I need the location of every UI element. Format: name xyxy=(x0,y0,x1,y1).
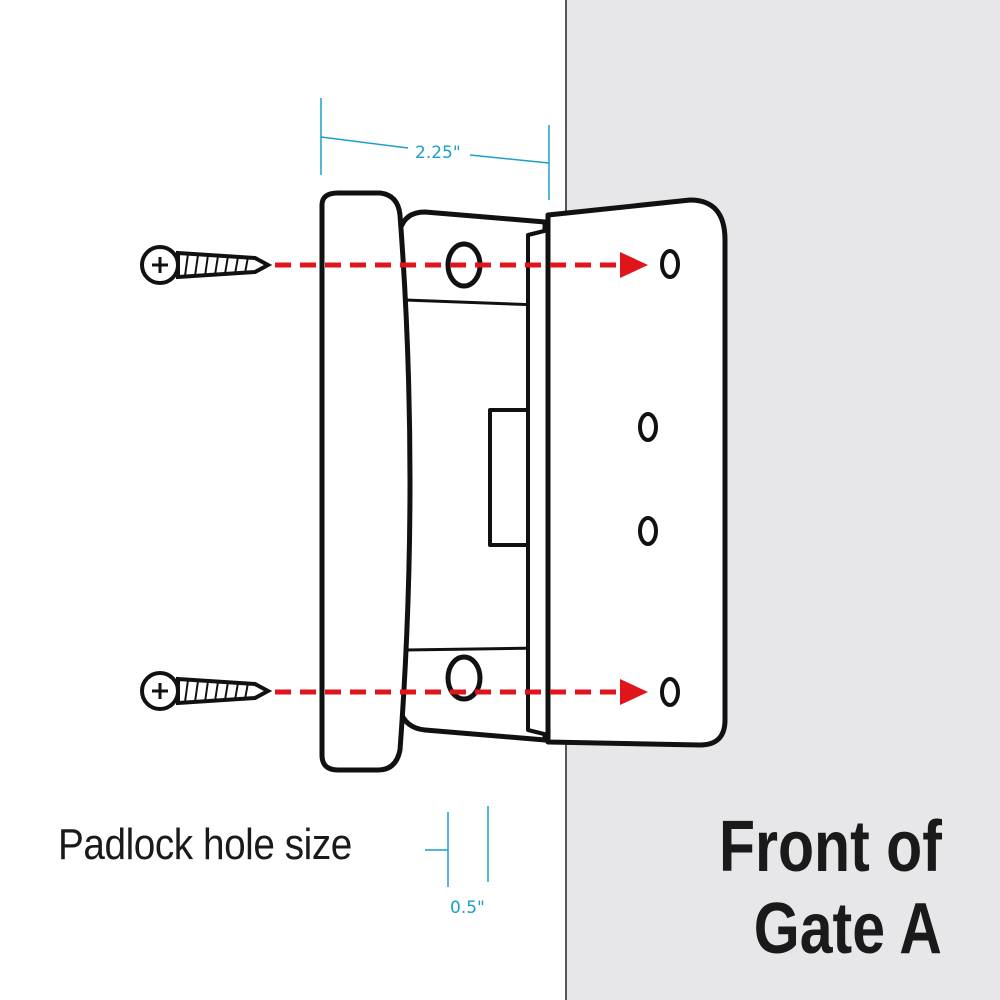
hole-dimension-label: 0.5" xyxy=(450,898,485,918)
plate-hole xyxy=(638,412,658,442)
width-dimension-label: 2.25" xyxy=(415,143,461,163)
plate-hole xyxy=(660,677,680,707)
plate-hole xyxy=(660,249,680,279)
hole-dimension-line xyxy=(425,806,489,887)
front-label-line1: Front of xyxy=(719,807,942,887)
front-of-gate-label: Front of Gate A xyxy=(719,806,942,970)
latch-handle xyxy=(319,190,413,773)
plate-hole xyxy=(638,516,658,546)
bracket-hole-bottom xyxy=(445,654,483,702)
front-label-line2: Gate A xyxy=(753,889,942,969)
arrow-icon xyxy=(275,252,648,278)
screw-icon xyxy=(140,671,273,711)
arrow-icon xyxy=(275,679,648,705)
width-dimension-line xyxy=(320,98,550,200)
screw-icon xyxy=(140,245,273,285)
padlock-hole-label: Padlock hole size xyxy=(58,820,352,869)
gate-plate xyxy=(545,197,728,748)
